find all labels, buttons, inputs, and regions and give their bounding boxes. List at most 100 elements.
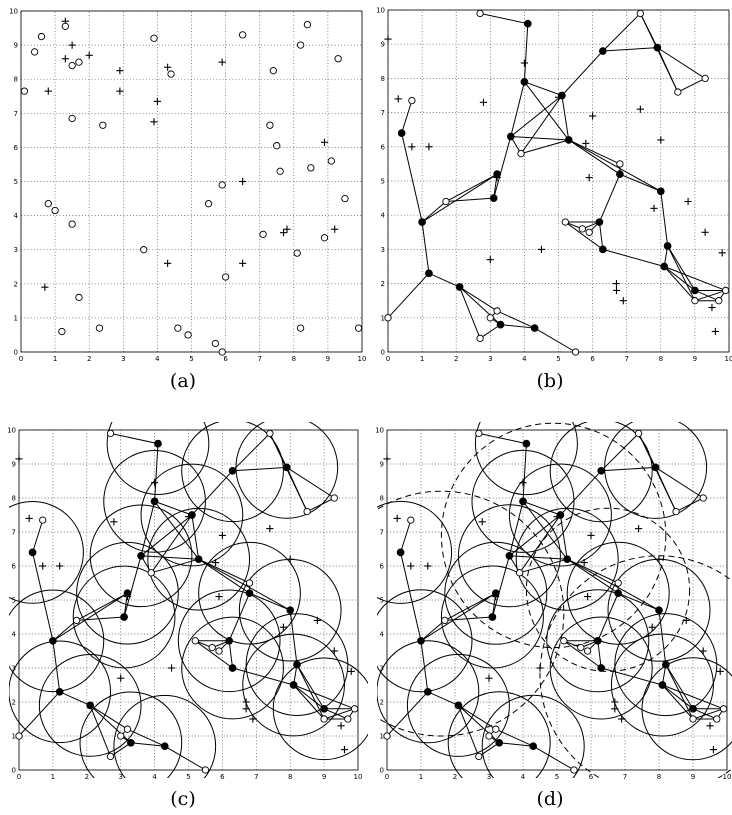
x-tick-label: 6 (220, 773, 225, 781)
plus-marker (218, 531, 226, 539)
node-open (191, 637, 199, 645)
x-tick-label: 0 (17, 773, 21, 781)
plus-marker (347, 667, 355, 675)
plus-marker (15, 455, 23, 463)
node-open (68, 61, 76, 70)
y-tick-label: 2 (381, 280, 385, 288)
x-tick-label: 5 (186, 773, 190, 781)
node-filled (689, 704, 697, 713)
edge (289, 610, 298, 665)
edge (619, 173, 661, 192)
edge (232, 466, 287, 472)
edge (524, 81, 563, 96)
node-open (492, 725, 500, 733)
x-tick-label: 5 (556, 355, 560, 363)
edge (496, 310, 535, 329)
plus-marker (279, 229, 288, 237)
dashed-circle (440, 422, 667, 649)
plus-marker (117, 674, 125, 682)
edge (52, 640, 61, 692)
edge (479, 12, 528, 25)
node-filled (154, 439, 162, 448)
range-circle (140, 463, 244, 567)
x-tick-label: 2 (454, 355, 458, 363)
range-circle (245, 613, 349, 716)
x-tick-label: 1 (420, 355, 424, 363)
node-open (689, 715, 697, 723)
node-open (238, 31, 247, 39)
plus-marker (242, 698, 250, 706)
plus-marker (479, 98, 488, 106)
node-open (442, 197, 450, 206)
x-tick-label: 9 (322, 773, 326, 781)
node-filled (282, 463, 291, 472)
node-open (475, 752, 483, 761)
node-filled (556, 511, 565, 519)
range-circle (79, 691, 183, 778)
y-tick-label: 3 (380, 665, 384, 673)
plus-marker (61, 55, 69, 63)
edge (667, 245, 696, 291)
edge (499, 742, 534, 747)
plus-marker (657, 136, 665, 144)
node-filled (455, 283, 464, 291)
edge (563, 640, 602, 669)
x-tick-label: 5 (189, 355, 193, 363)
edge (520, 95, 563, 154)
edge (191, 470, 233, 516)
node-filled (320, 704, 328, 713)
range-circle (474, 422, 578, 496)
range-circle (106, 422, 210, 495)
x-tick-label: 0 (385, 773, 389, 781)
plus-marker (587, 531, 595, 539)
node-open (215, 647, 223, 655)
plus-marker (44, 87, 52, 95)
plus-marker (242, 705, 250, 713)
x-tick-label: 2 (453, 773, 457, 781)
node-open (266, 121, 274, 129)
range-circle (566, 541, 670, 645)
edge (509, 514, 561, 557)
edge (420, 620, 446, 642)
edge (510, 81, 525, 137)
y-tick-label: 5 (14, 178, 18, 186)
node-open (699, 494, 707, 502)
edge (665, 664, 694, 710)
node-open (303, 20, 312, 29)
x-tick-label: 1 (419, 773, 423, 781)
range-circle (9, 501, 84, 604)
edge (566, 558, 619, 594)
x-tick-label: 10 (723, 773, 732, 781)
plot-frame (387, 9, 730, 353)
node-filled (656, 187, 665, 196)
edge (522, 500, 561, 516)
x-tick-label: 7 (257, 355, 261, 363)
x-tick-label: 7 (624, 355, 628, 363)
plus-marker (151, 479, 159, 487)
node-filled (505, 551, 514, 560)
edge (286, 466, 335, 499)
y-tick-label: 1 (381, 314, 385, 322)
plus-marker (394, 95, 402, 103)
y-tick-label: 6 (380, 563, 385, 571)
plus-marker (212, 559, 220, 567)
edge (479, 324, 501, 339)
edge (601, 466, 656, 472)
node-open (486, 314, 494, 322)
edge (495, 728, 534, 747)
edge (560, 470, 602, 516)
edge (198, 558, 250, 584)
node-filled (397, 129, 406, 137)
node-filled (660, 262, 669, 271)
plus-marker (636, 105, 644, 113)
edge (164, 745, 206, 771)
edge (32, 552, 54, 641)
node-open (37, 32, 46, 41)
edge (401, 133, 423, 223)
node-open (334, 55, 342, 63)
node-open (327, 157, 335, 165)
edge (522, 443, 527, 502)
